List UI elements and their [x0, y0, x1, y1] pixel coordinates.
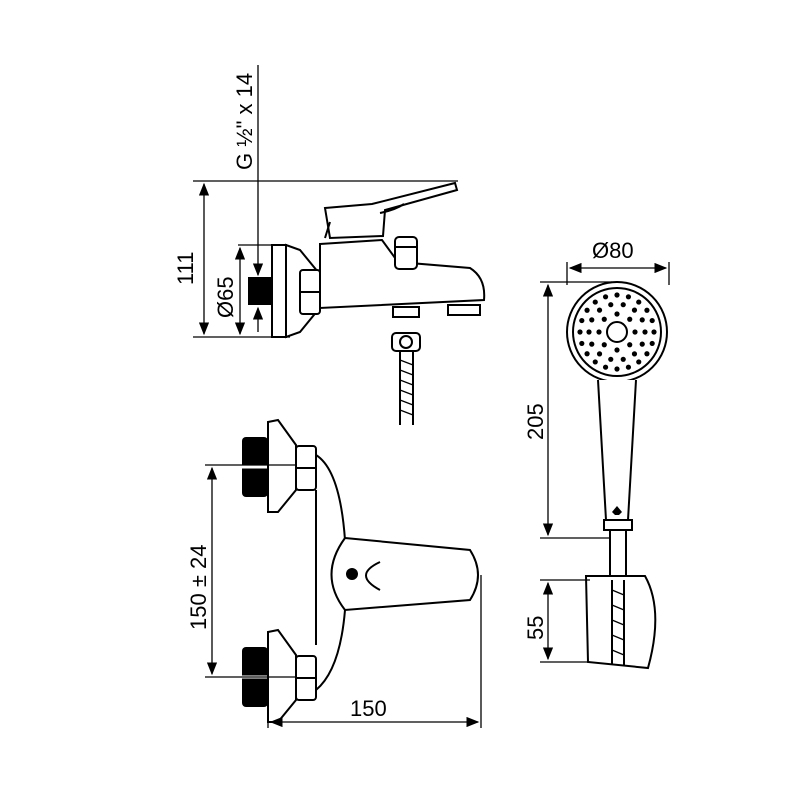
nozzle-dot — [644, 351, 650, 357]
nozzle-dot — [596, 307, 603, 313]
height-label: 111 — [173, 252, 198, 285]
nozzle-dot — [636, 299, 642, 305]
nozzle-dot — [631, 307, 638, 313]
nozzle-dot — [614, 311, 620, 317]
nozzle-dot — [614, 366, 620, 372]
nozzle-dot — [602, 294, 609, 300]
nozzle-dot — [601, 342, 607, 348]
nozzle-dot — [589, 317, 595, 323]
nozzle-dot — [625, 364, 632, 370]
nozzle-dot — [627, 342, 633, 348]
side-view-mixer — [248, 181, 486, 425]
nozzle-dot — [579, 340, 585, 347]
nozzle-dot — [649, 340, 655, 347]
nozzle-dot — [608, 356, 614, 362]
nozzle-dot — [632, 329, 638, 335]
nozzle-dot — [596, 351, 603, 357]
center-distance-label: 150 ± 24 — [186, 545, 211, 630]
nozzle-dot — [592, 359, 598, 365]
nozzle-dot — [627, 316, 633, 322]
nozzle-dot — [602, 364, 609, 370]
nozzle-dot — [636, 359, 642, 365]
nozzle-dot — [577, 329, 583, 335]
nozzle-dot — [620, 302, 626, 308]
nozzle-dot — [614, 292, 620, 298]
nozzle-dot — [589, 341, 595, 347]
depth-label: 150 — [350, 696, 387, 721]
top-view-dimensions — [205, 464, 482, 728]
nozzle-dot — [649, 317, 655, 324]
nozzle-dot — [639, 341, 645, 347]
shower-length-label: 205 — [523, 403, 548, 440]
nozzle-dot — [586, 329, 592, 335]
nozzle-dot — [639, 317, 645, 323]
side-view-dimensions — [193, 65, 458, 338]
nozzle-dot — [614, 347, 620, 353]
nozzle-dot — [625, 294, 632, 300]
flange-diameter-label: Ø65 — [213, 276, 238, 318]
hand-shower-dimensions — [540, 262, 670, 663]
nozzle-dot — [584, 307, 590, 313]
holder-height-label: 55 — [523, 616, 548, 640]
hand-shower — [566, 281, 668, 670]
nozzle-dot — [644, 307, 650, 313]
nozzle-dot — [642, 329, 648, 335]
nozzle-dot — [601, 316, 607, 322]
nozzle-dot — [651, 329, 657, 335]
nozzle-dot — [584, 351, 590, 357]
head-diameter-label: Ø80 — [592, 238, 634, 263]
nozzle-dot — [620, 356, 626, 362]
thread-label: G ½" x 14 — [232, 73, 257, 170]
nozzle-dot — [631, 351, 638, 357]
nozzle-dot — [608, 302, 614, 308]
nozzle-dot — [579, 317, 585, 324]
nozzle-dot — [596, 329, 602, 335]
nozzle-dot — [592, 299, 598, 305]
top-view-mixer — [242, 418, 479, 723]
